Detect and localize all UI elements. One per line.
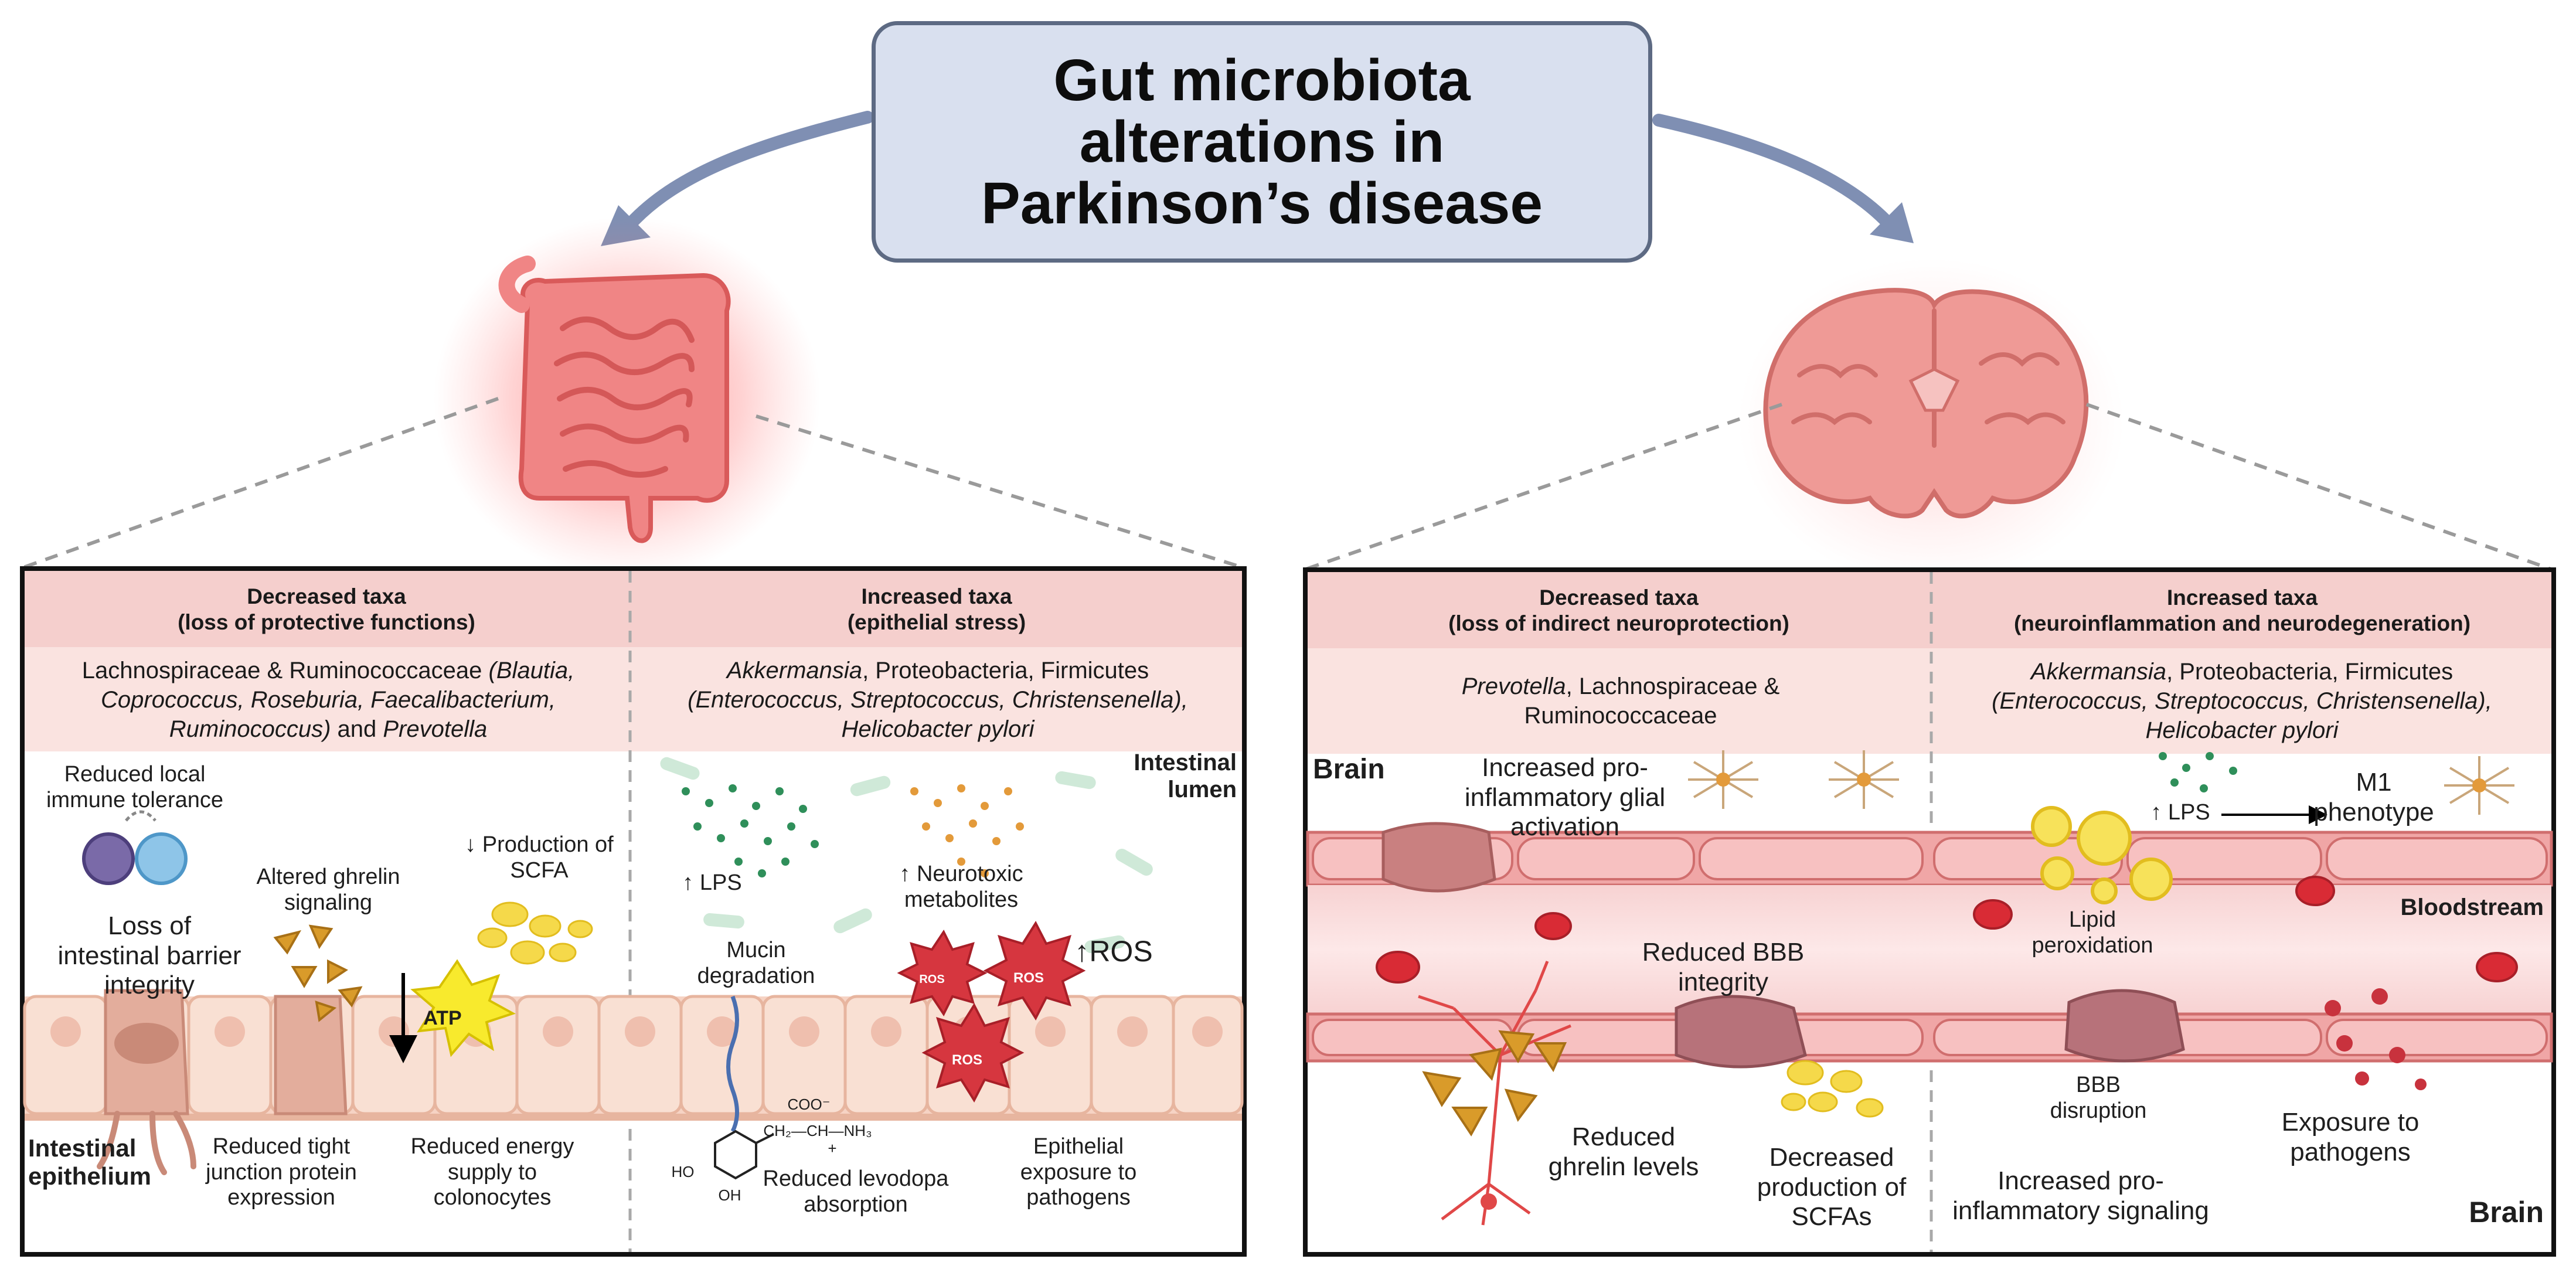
brain-increased-taxa: Akkermansia, Proteobacteria, Firmicutes …	[1934, 648, 2550, 754]
gut-panel	[20, 566, 1247, 1257]
label-ros-increase: ↑ROS	[1074, 935, 1153, 968]
taxa-italic: (Enterococcus, Streptococcus, Christense…	[688, 687, 1188, 713]
chem-ho: HO	[671, 1163, 695, 1180]
label-glial-activation: Increased pro- inflammatory glial activa…	[1464, 753, 1666, 842]
brain-decreased-title: Decreased taxa	[1539, 585, 1699, 610]
label-exposure-pathogens: Exposure to pathogens	[2281, 1108, 2420, 1166]
taxa-italic: Helicobacter pylori	[841, 716, 1035, 742]
label-bbb-disruption: BBB disruption	[2050, 1073, 2147, 1123]
label-lipid-peroxidation: Lipid peroxidation	[2031, 907, 2153, 958]
label-levodopa-absorption: Reduced levodopa absorption	[763, 1166, 949, 1217]
label-energy-supply: Reduced energy supply to colonocytes	[410, 1134, 574, 1210]
ros-badge: ROS	[951, 1052, 982, 1068]
gut-increased-title: Increased taxa	[861, 584, 1012, 608]
label-epithelial-exposure: Epithelial exposure to pathogens	[1020, 1134, 1137, 1210]
label-neurotoxic-metabolites: ↑ Neurotoxic metabolites	[899, 862, 1023, 912]
brain-decreased-taxa: Prevotella, Lachnospiraceae & Ruminococc…	[1313, 648, 1928, 754]
gut-increased-taxa: Akkermansia, Proteobacteria, Firmicutes …	[636, 648, 1240, 751]
arrow-right	[1652, 114, 1900, 235]
taxa-text: , Proteobacteria, Firmicutes	[862, 658, 1149, 683]
taxa-italic: Akkermansia	[726, 658, 863, 683]
gut-decreased-header: Decreased taxa (loss of protective funct…	[25, 572, 628, 647]
taxa-italic: (Enterococcus, Streptococcus, Christense…	[1992, 688, 2492, 714]
figure-title: Gut microbiota alterations in Parkinson’…	[872, 21, 1652, 263]
brain-decreased-subtitle: (loss of indirect neuroprotection)	[1448, 611, 1789, 635]
label-tight-junction: Reduced tight junction protein expressio…	[206, 1134, 357, 1210]
ros-badge: ROS	[1013, 970, 1044, 986]
taxa-italic: Akkermansia	[2030, 659, 2167, 685]
taxa-italic: Ruminococcus)	[169, 716, 331, 742]
taxa-text: , Lachnospiraceae &	[1566, 673, 1780, 699]
taxa-italic: (Blautia,	[488, 658, 575, 683]
taxa-text: Lachnospiraceae & Ruminococcaceae	[81, 658, 489, 683]
brain-increased-subtitle: (neuroinflammation and neurodegeneration…	[2013, 611, 2471, 635]
gut-increased-subtitle: (epithelial stress)	[847, 610, 1026, 634]
label-bloodstream: Bloodstream	[2400, 894, 2544, 920]
chem-plus: +	[828, 1139, 837, 1157]
brain-increased-title: Increased taxa	[2166, 585, 2318, 610]
label-lps-brain: ↑ LPS	[2150, 800, 2210, 825]
label-ghrelin-levels: Reduced ghrelin levels	[1548, 1122, 1699, 1181]
gut-increased-header: Increased taxa (epithelial stress)	[632, 572, 1241, 647]
label-m1-phenotype: M1 phenotype	[2313, 768, 2434, 826]
taxa-text: and	[331, 716, 383, 742]
intestine-icon	[498, 256, 731, 543]
taxa-italic: Prevotella	[383, 716, 488, 742]
label-scfa-decreased: Decreased production of SCFAs	[1757, 1143, 1907, 1231]
chem-coo: COO⁻	[787, 1096, 831, 1113]
brain-increased-header: Increased taxa (neuroinflammation and ne…	[1933, 573, 2551, 648]
chem-oh: OH	[718, 1186, 741, 1204]
brain-panel	[1303, 567, 2556, 1257]
label-inflammatory-signaling: Increased pro- inflammatory signaling	[1952, 1166, 2209, 1225]
taxa-text: , Proteobacteria, Firmicutes	[2166, 659, 2454, 685]
label-scfa-production: ↓ Production of SCFA	[465, 832, 614, 883]
gut-decreased-title: Decreased taxa	[247, 584, 406, 608]
label-intestinal-epithelium: Intestinal epithelium	[28, 1134, 152, 1190]
label-intestinal-lumen: Intestinal lumen	[1134, 750, 1237, 802]
label-immune-tolerance: Reduced local immune tolerance	[46, 762, 224, 812]
gut-decreased-subtitle: (loss of protective functions)	[178, 610, 475, 634]
label-brain-bottom: Brain	[2469, 1196, 2544, 1229]
chem-chain: CH₂—CH—NH₃	[763, 1122, 872, 1139]
gut-decreased-taxa: Lachnospiraceae & Ruminococcaceae (Blaut…	[35, 648, 621, 751]
taxa-italic: Prevotella	[1461, 673, 1566, 699]
label-brain-top: Brain	[1313, 754, 1385, 785]
label-ghrelin-signaling: Altered ghrelin signaling	[256, 865, 400, 915]
brain-icon	[1763, 288, 2089, 519]
brain-decreased-header: Decreased taxa (loss of indirect neuropr…	[1308, 573, 1930, 648]
label-lps: ↑ LPS	[682, 870, 742, 895]
arrow-left	[615, 111, 874, 241]
label-bbb-integrity: Reduced BBB integrity	[1642, 938, 1805, 996]
label-barrier-integrity: Loss of intestinal barrier integrity	[57, 911, 241, 1000]
label-atp: ATP	[423, 1007, 462, 1029]
taxa-italic: Helicobacter pylori	[2145, 717, 2339, 743]
ros-badge: ROS	[919, 973, 945, 986]
taxa-text: Ruminococcaceae	[1524, 703, 1717, 729]
taxa-italic: Coprococcus, Roseburia, Faecalibacterium…	[101, 687, 556, 713]
label-mucin-degradation: Mucin degradation	[697, 938, 815, 988]
